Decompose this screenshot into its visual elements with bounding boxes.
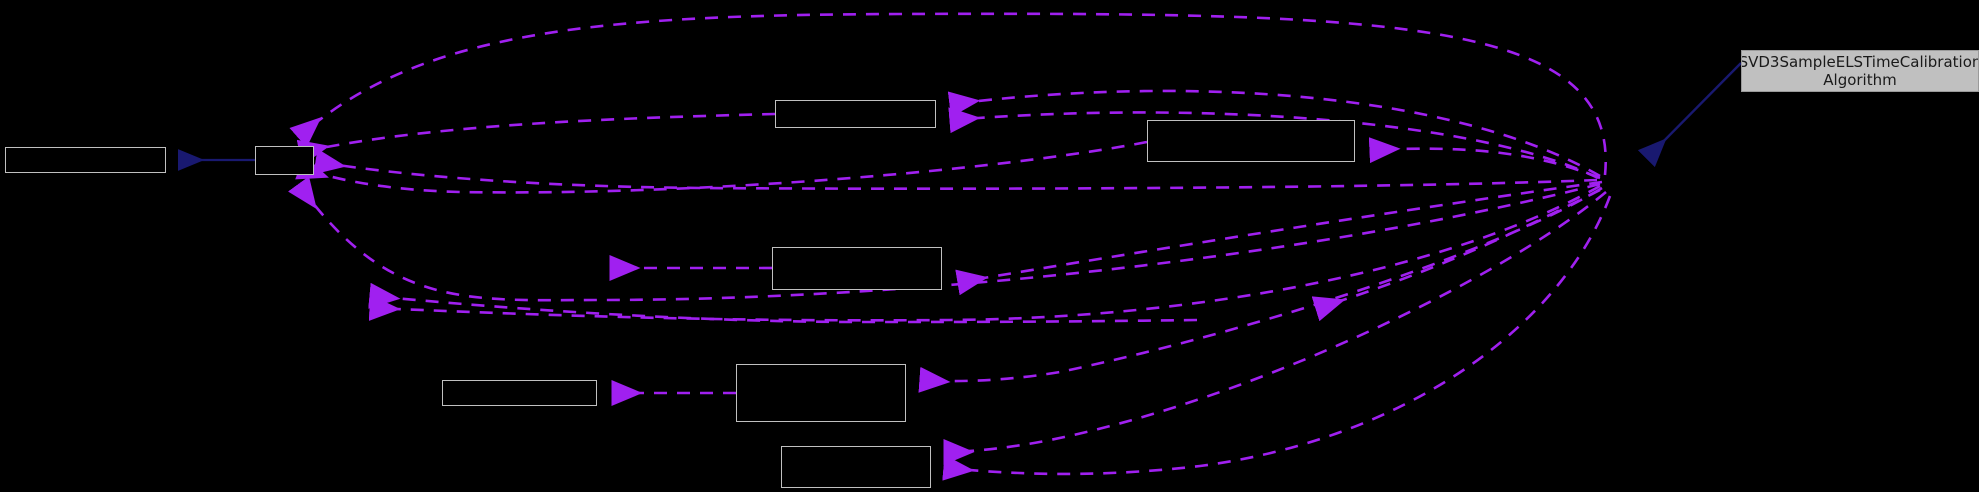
edge-usage-hub-left-low xyxy=(368,184,1601,322)
graph-node-n4[interactable] xyxy=(772,247,942,290)
graph-node-n3[interactable] xyxy=(1147,120,1355,162)
graph-node-n0[interactable] xyxy=(5,147,166,173)
edge-usage-hub-n7-b xyxy=(942,195,1612,481)
edge-usage-hub-n1-top xyxy=(289,12,1608,176)
edge-usage-mid-free xyxy=(1311,188,1601,322)
edge-usage-hub-n1-low xyxy=(287,176,1601,302)
edge-usage-n3-n1 xyxy=(295,140,1148,194)
graph-node-n1[interactable] xyxy=(255,146,314,175)
graph-node-n6[interactable] xyxy=(736,364,906,422)
edge-usage-hub-n3 xyxy=(1368,137,1601,180)
edge-usage-n4-n1 xyxy=(368,282,1198,324)
graph-node-n7[interactable] xyxy=(781,446,931,488)
edge-usage-hub-n1-mid xyxy=(313,148,1598,191)
root-node-label: SVD3SampleELSTimeCalibration Algorithm xyxy=(1741,53,1979,89)
edge-usage-n2-n1 xyxy=(296,112,776,166)
graph-node-root-svd3samplelstimecalibrationalgorithm[interactable]: SVD3SampleELSTimeCalibration Algorithm xyxy=(1741,50,1979,92)
edge-inheritance-root-n0 xyxy=(177,62,1742,171)
graph-node-n5[interactable] xyxy=(442,380,597,406)
graph-node-n2[interactable] xyxy=(775,100,936,128)
edge-usage-hub-n6 xyxy=(918,186,1603,393)
edge-usage-hub-n4 xyxy=(955,180,1603,296)
edge-usage-hub-n7-a xyxy=(943,190,1607,466)
